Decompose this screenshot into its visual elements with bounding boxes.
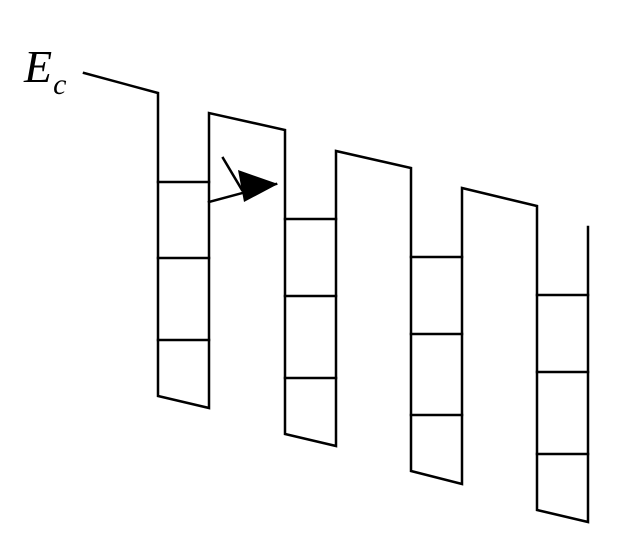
arrow-head (238, 170, 278, 202)
well-2-levels (283, 217, 338, 380)
well-1-levels (156, 180, 211, 342)
conduction-band-label-subscript: c (53, 68, 67, 101)
well-4-levels (535, 293, 590, 456)
conduction-band-edge (82, 71, 590, 524)
well-3-levels (409, 255, 464, 417)
arrow-tick (221, 156, 244, 192)
conduction-band-label: Ec (24, 41, 66, 100)
conduction-band-label-main: E (24, 41, 53, 92)
arrow-right-icon (207, 156, 278, 204)
